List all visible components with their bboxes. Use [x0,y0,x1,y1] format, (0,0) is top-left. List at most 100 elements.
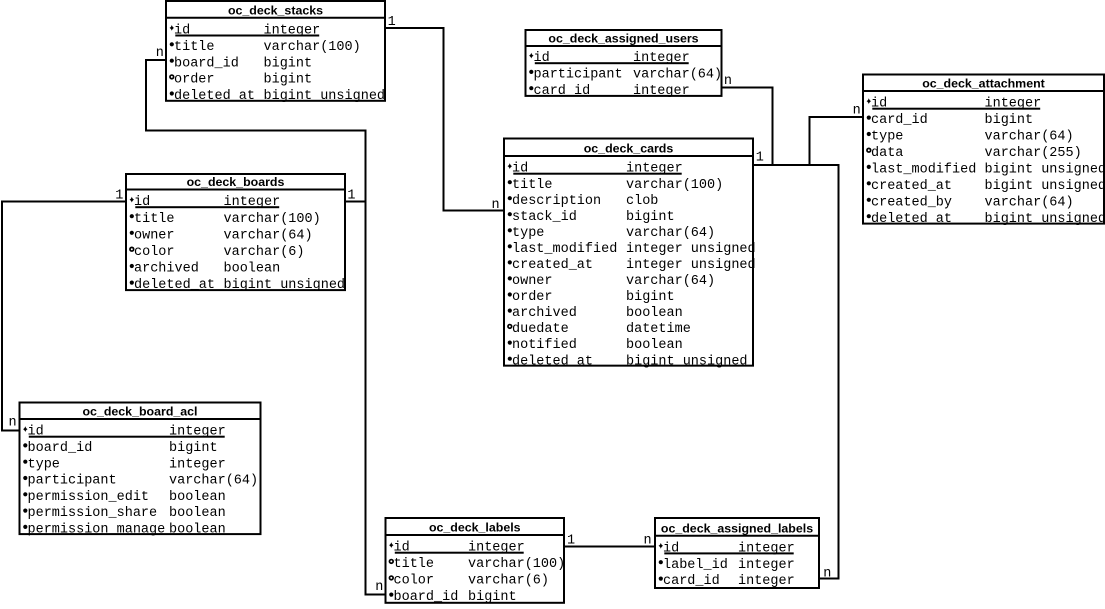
svg-text:order: order [174,73,215,88]
svg-text:color: color [134,245,175,260]
svg-text:bigint unsigned: bigint unsigned [985,212,1105,227]
svg-text:oc_deck_stacks: oc_deck_stacks [228,4,323,18]
svg-text:varchar(64): varchar(64) [224,228,313,243]
svg-text:oc_deck_board_acl: oc_deck_board_acl [82,405,197,419]
svg-text:datetime: datetime [626,322,691,337]
svg-text:order: order [512,290,553,305]
svg-text:boolean: boolean [626,338,683,353]
svg-text:varchar(64): varchar(64) [985,130,1074,145]
svg-text:deleted_at: deleted_at [871,212,952,227]
svg-text:stack_id: stack_id [512,210,577,225]
svg-text:oc_deck_cards: oc_deck_cards [584,142,674,156]
svg-text:bigint: bigint [169,441,218,456]
svg-text:permission_edit: permission_edit [28,490,150,505]
svg-text:varchar(100): varchar(100) [626,178,723,193]
svg-text:n: n [823,567,831,582]
svg-text:bigint unsigned: bigint unsigned [264,89,386,104]
svg-text:oc_deck_assigned_users: oc_deck_assigned_users [548,32,698,46]
svg-text:oc_deck_assigned_labels: oc_deck_assigned_labels [661,521,813,535]
svg-text:permission_share: permission_share [28,506,158,521]
svg-text:participant: participant [28,474,117,489]
svg-text:deleted_at: deleted_at [134,278,215,293]
svg-text:n: n [375,580,383,595]
svg-text:created_at: created_at [512,258,593,273]
svg-text:archived: archived [134,262,199,277]
svg-text:owner: owner [134,228,175,243]
svg-text:bigint: bigint [264,73,313,88]
svg-text:integer: integer [169,457,226,472]
svg-text:varchar(64): varchar(64) [633,68,722,83]
svg-text:varchar(64): varchar(64) [626,274,715,289]
svg-text:bigint unsigned: bigint unsigned [985,179,1105,194]
svg-text:title: title [512,178,553,193]
svg-text:title: title [134,212,175,227]
svg-text:clob: clob [626,194,658,209]
svg-text:bigint: bigint [626,290,675,305]
svg-text:n: n [724,74,732,89]
svg-text:participant: participant [534,68,623,83]
svg-text:varchar(64): varchar(64) [985,195,1074,210]
svg-text:bigint: bigint [468,590,517,604]
svg-text:bigint unsigned: bigint unsigned [626,354,748,369]
svg-text:1: 1 [567,534,575,549]
svg-text:type: type [871,130,903,145]
svg-text:bigint unsigned: bigint unsigned [224,278,346,293]
svg-text:n: n [492,198,500,213]
svg-text:varchar(6): varchar(6) [468,574,549,589]
svg-text:color: color [394,574,435,589]
svg-text:bigint: bigint [985,113,1034,128]
svg-text:varchar(255): varchar(255) [985,146,1082,161]
svg-text:oc_deck_boards: oc_deck_boards [187,175,285,189]
svg-text:archived: archived [512,306,577,321]
svg-text:oc_deck_labels: oc_deck_labels [429,521,521,535]
svg-text:1: 1 [756,151,764,166]
svg-text:integer unsigned: integer unsigned [626,258,756,273]
svg-text:varchar(64): varchar(64) [626,226,715,241]
svg-text:integer: integer [633,84,690,99]
svg-text:boolean: boolean [169,490,226,505]
svg-text:deleted_at: deleted_at [512,354,593,369]
svg-text:title: title [394,557,435,572]
svg-text:boolean: boolean [169,523,226,538]
svg-text:created_by: created_by [871,195,952,210]
svg-text:owner: owner [512,274,553,289]
svg-text:varchar(100): varchar(100) [224,212,321,227]
svg-text:board_id: board_id [28,441,93,456]
svg-text:boolean: boolean [169,506,226,521]
svg-text:type: type [28,457,60,472]
svg-text:label_id: label_id [663,558,728,573]
svg-text:notified: notified [512,338,577,353]
svg-text:integer unsigned: integer unsigned [626,242,756,257]
svg-text:1: 1 [115,188,123,203]
svg-text:n: n [9,415,17,430]
svg-text:varchar(100): varchar(100) [264,40,361,55]
svg-text:duedate: duedate [512,322,569,337]
svg-text:oc_deck_attachment: oc_deck_attachment [922,77,1045,91]
svg-text:data: data [871,146,903,161]
svg-text:last_modified: last_modified [512,242,617,257]
svg-text:bigint: bigint [626,210,675,225]
svg-text:description: description [512,194,601,209]
svg-text:integer: integer [738,558,795,573]
svg-text:bigint unsigned: bigint unsigned [985,163,1105,178]
svg-text:title: title [174,40,215,55]
svg-text:varchar(64): varchar(64) [169,474,258,489]
svg-text:n: n [644,533,652,548]
svg-text:deleted_at: deleted_at [174,89,255,104]
svg-text:1: 1 [347,188,355,203]
svg-text:last_modified: last_modified [871,163,976,178]
svg-text:varchar(6): varchar(6) [224,245,305,260]
svg-text:boolean: boolean [626,306,683,321]
svg-text:card_id: card_id [663,574,720,589]
svg-text:permission_manage: permission_manage [28,523,166,538]
svg-text:n: n [156,46,164,61]
svg-text:board_id: board_id [394,590,459,604]
svg-text:bigint: bigint [264,56,313,71]
svg-text:boolean: boolean [224,262,281,277]
svg-text:card_id: card_id [871,113,928,128]
svg-text:integer: integer [738,574,795,589]
svg-text:board_id: board_id [174,56,239,71]
svg-text:n: n [853,103,861,118]
svg-text:varchar(100): varchar(100) [468,557,565,572]
svg-text:card_id: card_id [534,84,591,99]
